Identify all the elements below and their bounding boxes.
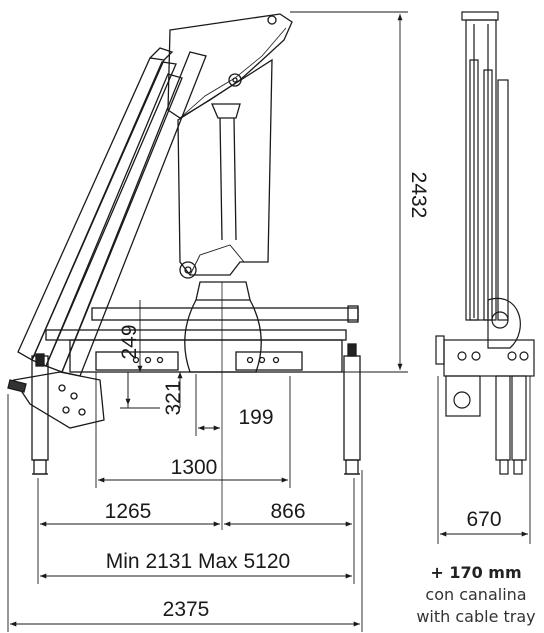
main-boom <box>167 13 293 119</box>
crane-side-view <box>435 11 535 475</box>
left-stabilizer-leg <box>31 355 49 461</box>
boom-section-1 <box>17 57 165 361</box>
dim-side-width: 670 <box>466 508 501 531</box>
dim-866: 866 <box>270 500 305 523</box>
cable-tray-note: + 170 mm con canalina with cable tray <box>408 562 544 628</box>
side-boom <box>465 19 497 321</box>
crane-front-view <box>7 13 361 475</box>
dim-199: 199 <box>238 406 273 429</box>
side-stabilizer-b <box>511 375 527 461</box>
cable-tray-line-it: con canalina <box>425 585 527 604</box>
cable-tray-line-en: with cable tray <box>416 607 536 626</box>
dim-outriggers: Min 2131 Max 5120 <box>106 550 290 573</box>
dim-1265: 1265 <box>105 500 152 523</box>
boom-section-3 <box>45 73 183 373</box>
dim-1300: 1300 <box>171 456 218 479</box>
side-dimensions <box>437 376 531 544</box>
front-dimensions <box>7 11 408 632</box>
side-valve <box>445 375 481 417</box>
cable-tray-extra: + 170 mm <box>430 563 522 582</box>
crane-base <box>195 281 251 301</box>
dim-249: 249 <box>118 324 141 359</box>
control-valve <box>12 371 105 429</box>
lift-cylinder <box>211 103 241 119</box>
side-stabilizer-a <box>495 375 511 461</box>
side-left-leg <box>435 335 445 365</box>
outrigger-beam <box>91 307 359 321</box>
dim-321: 321 <box>162 380 185 415</box>
dim-height-total: 2432 <box>407 172 430 219</box>
base-frame <box>45 329 347 341</box>
dim-2375: 2375 <box>163 598 210 621</box>
